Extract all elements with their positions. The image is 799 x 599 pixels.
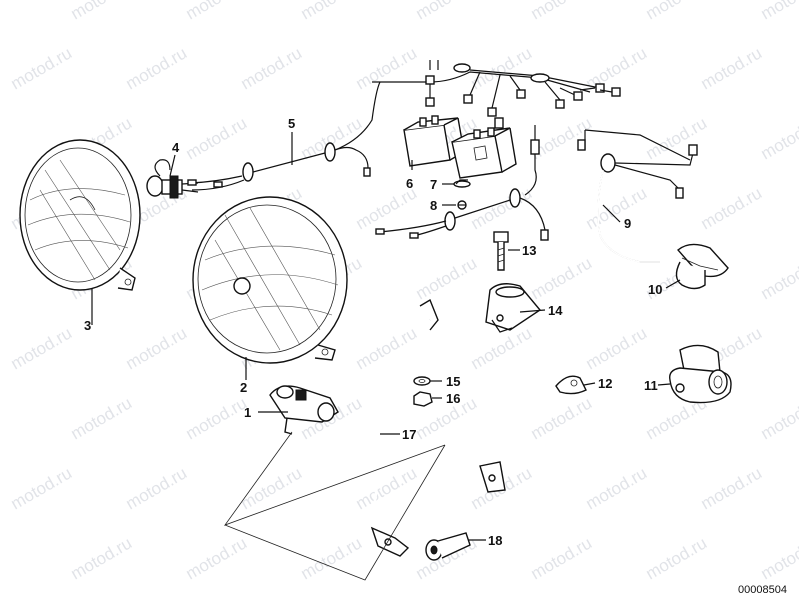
watermark-text: motod.ru xyxy=(183,113,251,163)
callout-16: 16 xyxy=(446,391,460,406)
callout-10: 10 xyxy=(648,282,662,297)
wiring-harness-lamp[interactable] xyxy=(187,81,381,191)
fog-lamp-left[interactable] xyxy=(19,139,141,291)
bulb-holder[interactable] xyxy=(146,159,199,199)
watermark-text: motod.ru xyxy=(643,533,711,583)
callout-5: 5 xyxy=(288,116,295,131)
main-wiring-harness[interactable] xyxy=(372,60,621,117)
callout-labels: 3 2 1 4 5 6 7 8 9 10 11 12 13 14 15 16 1… xyxy=(84,116,662,548)
watermark-text: motod.ru xyxy=(758,533,799,583)
watermark-text: motod.ru xyxy=(528,253,596,303)
callout-4: 4 xyxy=(172,140,180,155)
fog-lamp-right[interactable] xyxy=(192,196,348,364)
watermark-text: motod.ru xyxy=(528,0,596,23)
watermark-text: motod.ru xyxy=(183,533,251,583)
watermark-layer: motod.ru motod.ru motod.ru motod.ru motod.ru… xyxy=(8,0,799,583)
watermark-text: motod.ru xyxy=(8,323,76,373)
socket-screw[interactable] xyxy=(425,532,471,561)
watermark-text: motod.ru xyxy=(413,0,481,23)
watermark-text: motod.ru xyxy=(68,393,136,443)
callout-13: 13 xyxy=(522,243,536,258)
watermark-text: motod.ru xyxy=(698,43,766,93)
watermark-text: motod.ru xyxy=(238,43,306,93)
callout-3: 3 xyxy=(84,318,91,333)
nut-16[interactable] xyxy=(413,391,433,407)
watermark-text: motod.ru xyxy=(758,0,799,23)
callout-12: 12 xyxy=(598,376,612,391)
watermark-text: motod.ru xyxy=(758,393,799,443)
watermark-text: motod.ru xyxy=(468,183,536,233)
callout-11: 11 xyxy=(644,378,658,393)
fog-lamp-switch[interactable] xyxy=(675,243,729,290)
watermark-text: motod.ru xyxy=(643,0,711,23)
watermark-text: motod.ru xyxy=(123,323,191,373)
watermark-text: motod.ru xyxy=(8,43,76,93)
watermark-text: motod.ru xyxy=(758,253,799,303)
watermark-text: motod.ru xyxy=(123,463,191,513)
leader-lines xyxy=(91,132,681,541)
drawing-code: 00008504 xyxy=(738,584,787,596)
watermark-text: motod.ru xyxy=(238,463,306,513)
watermark-text: motod.ru xyxy=(583,463,651,513)
watermark-text: motod.ru xyxy=(758,113,799,163)
watermark-text: motod.ru xyxy=(468,43,536,93)
callout-6: 6 xyxy=(406,176,413,191)
watermark-text: motod.ru xyxy=(698,183,766,233)
watermark-text: motod.ru xyxy=(353,463,421,513)
callout-17: 17 xyxy=(402,427,416,442)
callout-18: 18 xyxy=(488,533,502,548)
washer-15[interactable] xyxy=(413,376,431,386)
mounting-bracket[interactable] xyxy=(485,283,542,333)
watermark-text: motod.ru xyxy=(183,393,251,443)
switch-clamp[interactable] xyxy=(669,344,732,404)
callout-15: 15 xyxy=(446,374,460,389)
relays[interactable] xyxy=(403,115,517,179)
watermark-text: motod.ru xyxy=(353,43,421,93)
watermark-text: motod.ru xyxy=(583,323,651,373)
cable-clip[interactable] xyxy=(555,375,587,395)
watermark-text: motod.ru xyxy=(68,533,136,583)
callout-7: 7 xyxy=(430,177,437,192)
watermark-text: motod.ru xyxy=(298,0,366,23)
watermark-text: motod.ru xyxy=(68,0,136,23)
watermark-text: motod.ru xyxy=(698,463,766,513)
watermark-text: motod.ru xyxy=(123,43,191,93)
screw-8[interactable] xyxy=(457,200,467,210)
callout-1: 1 xyxy=(244,405,251,420)
callout-8: 8 xyxy=(430,198,437,213)
callout-9: 9 xyxy=(624,216,631,231)
lamp-wiring-lower[interactable] xyxy=(375,125,549,241)
watermark-text: motod.ru xyxy=(413,253,481,303)
washer-7[interactable] xyxy=(453,179,471,188)
watermark-text: motod.ru xyxy=(183,0,251,23)
bolt-13[interactable] xyxy=(493,231,509,271)
watermark-text: motod.ru xyxy=(583,183,651,233)
switch-cable[interactable] xyxy=(577,129,698,263)
watermark-text: motod.ru xyxy=(528,533,596,583)
callout-2: 2 xyxy=(240,380,247,395)
watermark-text: motod.ru xyxy=(353,323,421,373)
callout-14: 14 xyxy=(548,303,563,318)
watermark-text: motod.ru xyxy=(528,393,596,443)
fog-lamp-connector[interactable] xyxy=(269,385,339,435)
watermark-text: motod.ru xyxy=(643,113,711,163)
watermark-text: motod.ru xyxy=(8,463,76,513)
assembly-indicator-lines xyxy=(223,431,446,581)
